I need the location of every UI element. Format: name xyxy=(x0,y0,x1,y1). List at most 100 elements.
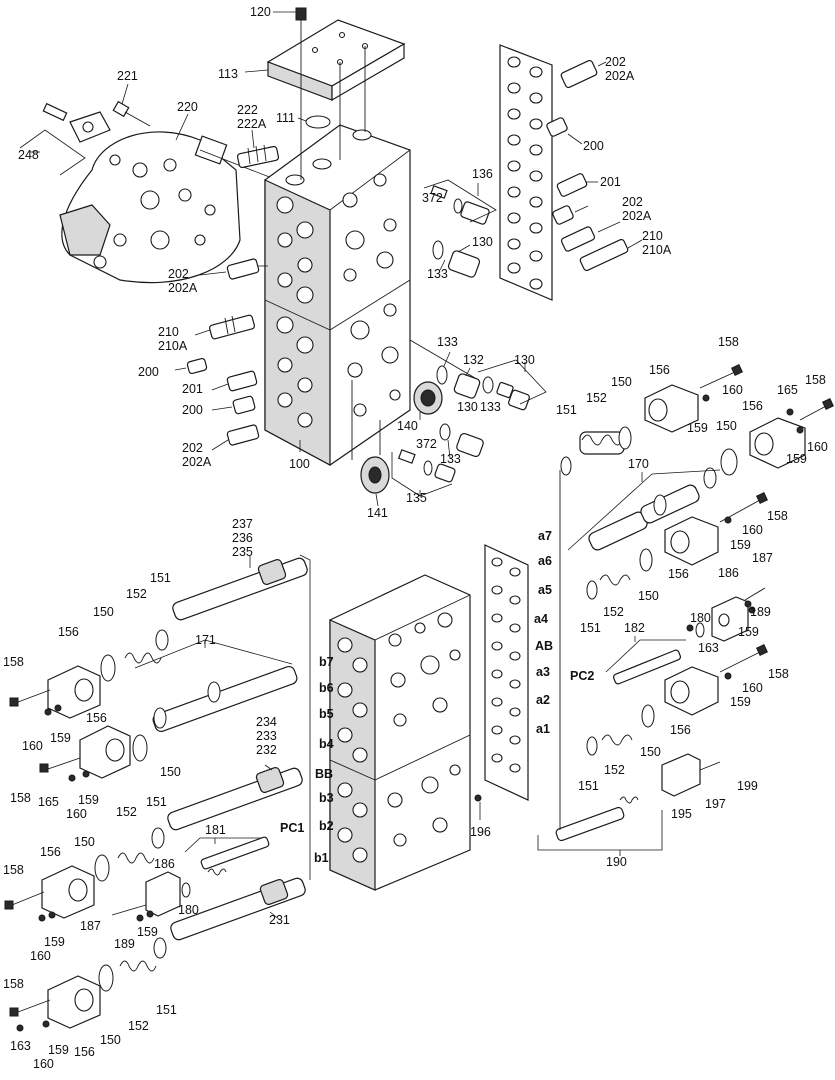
o-ring-150-right-upper xyxy=(618,426,632,450)
callout-160: 160 xyxy=(22,739,43,753)
port-label-a2: a2 xyxy=(536,693,550,707)
plug-201-right xyxy=(556,173,588,197)
callout-150: 150 xyxy=(100,1033,121,1047)
callout-156: 156 xyxy=(86,711,107,725)
plug-141 xyxy=(360,456,390,494)
callout-201: 201 xyxy=(600,175,621,189)
callout-236: 236 xyxy=(232,531,253,545)
callout-372: 372 xyxy=(422,191,443,205)
valve-body-lower xyxy=(329,574,471,891)
callout-156: 156 xyxy=(742,399,763,413)
seat-151-right-lower xyxy=(586,736,598,756)
valve-body-100 xyxy=(264,124,411,467)
callout-159: 159 xyxy=(730,538,751,552)
callout-181: 181 xyxy=(205,823,226,837)
callout-159: 159 xyxy=(738,625,759,639)
callout-201: 201 xyxy=(182,382,203,396)
port-label-ab: AB xyxy=(535,639,553,653)
callout-130: 130 xyxy=(514,353,535,367)
callout-202a: 202A xyxy=(182,455,212,469)
spool-232 xyxy=(167,767,303,831)
callout-158: 158 xyxy=(3,977,24,991)
callout-165: 165 xyxy=(777,383,798,397)
relief-valve-130-upper xyxy=(432,240,481,278)
callout-120: 120 xyxy=(250,5,271,19)
callout-202a: 202A xyxy=(605,69,635,83)
plug-140 xyxy=(413,381,443,415)
plug-202-right-upper xyxy=(560,59,598,89)
callout-158: 158 xyxy=(768,667,789,681)
callout-202: 202 xyxy=(622,195,643,209)
spring-152-right-lower xyxy=(601,734,633,746)
bolt-158-right-upper xyxy=(699,364,743,389)
callout-151: 151 xyxy=(156,1003,177,1017)
plug-200-left-lower xyxy=(232,395,256,415)
cap-156-left-1 xyxy=(47,665,101,719)
seat-151-left-1 xyxy=(155,629,169,651)
callout-151: 151 xyxy=(578,779,599,793)
cap-186-left xyxy=(145,871,181,917)
callout-160: 160 xyxy=(742,681,763,695)
callout-189: 189 xyxy=(750,605,771,619)
plug-201-left xyxy=(226,370,258,392)
callout-141: 141 xyxy=(367,506,388,520)
callout-202a: 202A xyxy=(168,281,198,295)
callout-158: 158 xyxy=(3,863,24,877)
spring-152-left-4 xyxy=(119,960,157,972)
callout-159: 159 xyxy=(687,421,708,435)
callout-165: 165 xyxy=(38,795,59,809)
callout-170: 170 xyxy=(628,457,649,471)
callout-159: 159 xyxy=(786,452,807,466)
callout-186: 186 xyxy=(718,566,739,580)
callout-202: 202 xyxy=(605,55,626,69)
bolt-221 xyxy=(112,100,151,127)
callout-232: 232 xyxy=(256,743,277,757)
cap-197 xyxy=(661,753,701,797)
port-label-a7: a7 xyxy=(538,529,552,543)
callout-187: 187 xyxy=(752,551,773,565)
port-label-a3: a3 xyxy=(536,665,550,679)
callout-159: 159 xyxy=(137,925,158,939)
callout-222: 222 xyxy=(237,103,258,117)
bolt-199 xyxy=(699,761,721,771)
port-label-b2: b2 xyxy=(319,819,334,833)
port-label-bb: BB xyxy=(315,767,333,781)
valve-body-100-side-holes xyxy=(342,173,401,417)
o-ring-111 xyxy=(305,115,331,129)
bolt-158-left-3 xyxy=(4,891,45,910)
callout-156: 156 xyxy=(670,723,691,737)
gasket-sheet-lower xyxy=(484,544,529,801)
spool-171 xyxy=(152,665,298,733)
o-ring-150-left-4 xyxy=(98,964,114,992)
plug-210-right xyxy=(579,238,629,272)
cover-plate-113 xyxy=(266,19,406,102)
callout-220: 220 xyxy=(177,100,198,114)
seat-151-right-mid xyxy=(586,580,598,600)
callout-187: 187 xyxy=(80,919,101,933)
spool-190 xyxy=(555,796,639,842)
plug-200-right-upper xyxy=(546,117,568,137)
callout-151: 151 xyxy=(556,403,577,417)
spool-181 xyxy=(200,836,270,876)
port-label-b7: b7 xyxy=(319,655,334,669)
callout-182: 182 xyxy=(624,621,645,635)
callout-132: 132 xyxy=(463,353,484,367)
callout-130: 130 xyxy=(472,235,493,249)
o-ring-150-left-3 xyxy=(94,854,110,882)
callout-160: 160 xyxy=(807,440,828,454)
plug-202-left-upper xyxy=(226,258,260,280)
cap-186-right xyxy=(711,596,749,642)
o-ring-150-left-1 xyxy=(100,654,116,682)
callout-135: 135 xyxy=(406,491,427,505)
spool-231 xyxy=(170,877,306,941)
callout-156: 156 xyxy=(40,845,61,859)
callout-133: 133 xyxy=(437,335,458,349)
spool-170 xyxy=(588,467,717,551)
cap-156-left-4 xyxy=(47,975,101,1029)
callout-160: 160 xyxy=(722,383,743,397)
o-ring-180-left xyxy=(181,882,191,898)
